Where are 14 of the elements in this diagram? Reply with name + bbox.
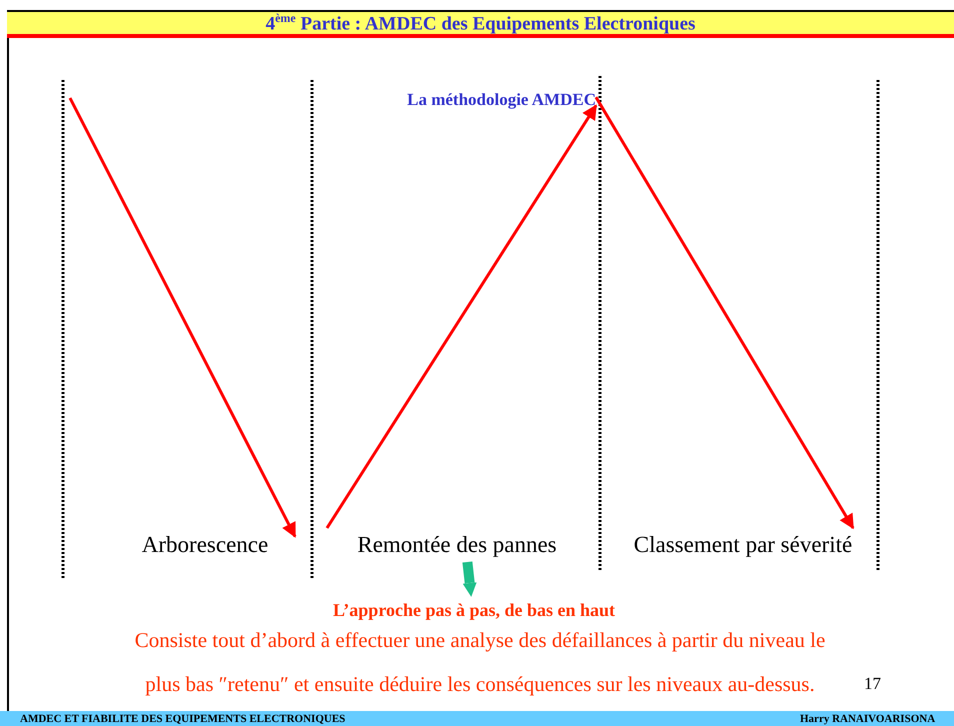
arrow [68,97,296,538]
node-text: La méthodologie AMDEC [350,86,596,114]
node-text: Arborescence [115,528,295,562]
node-text: Remontée des pannes [327,528,587,562]
title-bar: 4$^{ème}$ Partie : AMDEC des Equipements Electroniques [7,10,954,38]
footer-title: AMDEC ET FIABILITE DES EQUIPEMENTS ELECTRONIQUES [20,713,346,725]
node-text: L’approche pas à pas, de bas en haut [260,597,688,623]
arrow [326,104,598,529]
author-name: Harry RANAIVOARISONA [800,713,936,725]
node-text: Classement par séverité [612,528,874,562]
arrow [462,561,477,597]
page-number: 17 [864,674,881,694]
description-paragraph: Consiste tout d’abord à effectuer une analyse des défaillances à partir du niveau le plus bas ″retenu″ et ensuite déduire les conséquences sur les niveaux au-dessus. [134,627,826,698]
arrow [594,96,854,530]
